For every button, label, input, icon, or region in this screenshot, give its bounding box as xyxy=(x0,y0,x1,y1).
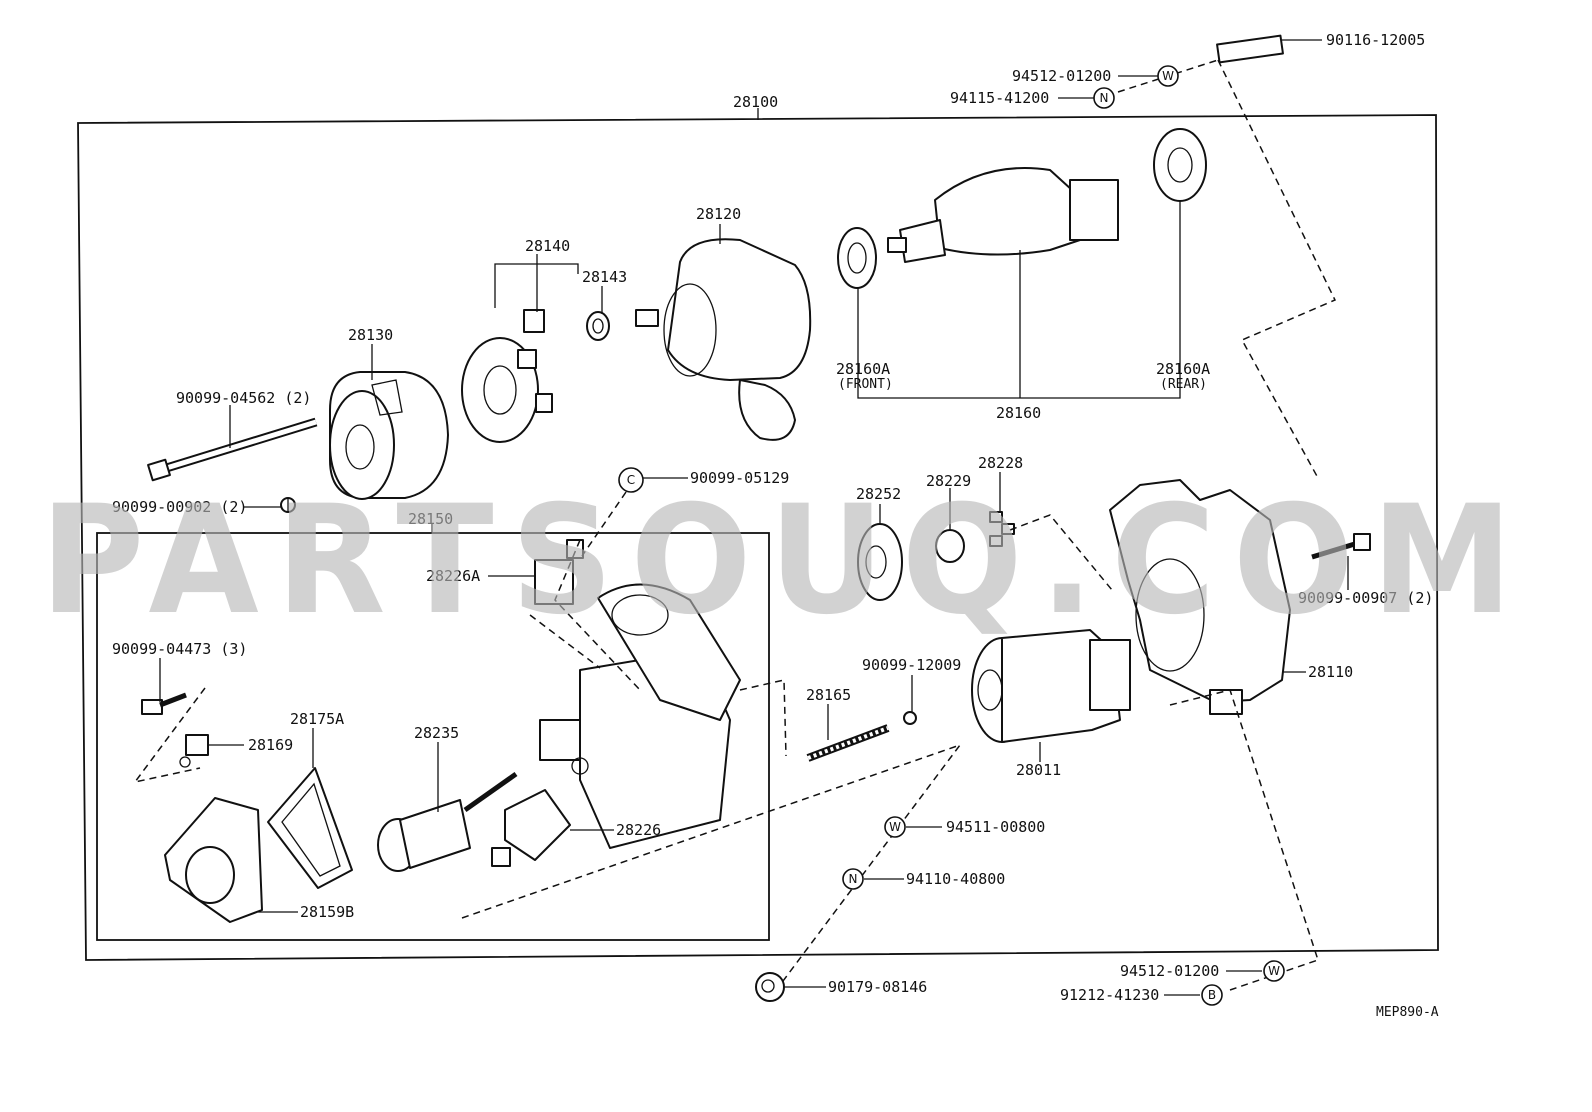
label-94511-00800[interactable]: 94511-00800 xyxy=(946,818,1045,836)
stud-90116-12005[interactable] xyxy=(1216,34,1284,64)
yoke-28120[interactable] xyxy=(635,238,812,441)
label-90116-12005[interactable]: 90116-12005 xyxy=(1326,31,1425,49)
label-28165[interactable]: 28165 xyxy=(806,686,851,704)
label-front: (FRONT) xyxy=(838,377,893,392)
return-spring-28165[interactable] xyxy=(806,724,890,762)
through-bolt-90099-04562[interactable] xyxy=(147,417,318,482)
label-94110-40800[interactable]: 94110-40800 xyxy=(906,870,1005,888)
figure-code: MEP890-A xyxy=(1376,1005,1439,1020)
label-94512-01200-bottom[interactable]: 94512-01200 xyxy=(1120,962,1219,980)
gasket-28175a[interactable] xyxy=(267,767,353,889)
svg-text:W: W xyxy=(889,820,901,834)
label-28160a-rear[interactable]: 28160A xyxy=(1156,360,1210,378)
label-28143[interactable]: 28143 xyxy=(582,268,627,286)
guide-line-terminal-2 xyxy=(529,614,601,669)
label-28160a-front[interactable]: 28160A xyxy=(836,360,890,378)
guide-line-stud xyxy=(1217,59,1337,479)
assembly-box-28100 xyxy=(77,114,1439,961)
label-28235[interactable]: 28235 xyxy=(414,724,459,742)
label-90099-12009[interactable]: 90099-12009 xyxy=(862,656,961,674)
label-90099-05129[interactable]: 90099-05129 xyxy=(690,469,789,487)
bolt-symbol-bottom: B xyxy=(1201,984,1223,1006)
nut-90179-08146[interactable] xyxy=(755,972,785,1002)
label-28175a[interactable]: 28175A xyxy=(290,710,344,728)
label-28130[interactable]: 28130 xyxy=(348,326,393,344)
clip-90099-05129[interactable]: C xyxy=(618,467,644,493)
label-28100[interactable]: 28100 xyxy=(733,93,778,111)
svg-text:W: W xyxy=(1162,69,1174,83)
svg-text:N: N xyxy=(1100,91,1109,105)
label-28229[interactable]: 28229 xyxy=(926,472,971,490)
svg-text:N: N xyxy=(849,872,858,886)
label-90099-04473[interactable]: 90099-04473 (3) xyxy=(112,640,247,658)
leader-lines xyxy=(159,39,1349,996)
brush-spring-28143[interactable] xyxy=(586,311,610,341)
label-28169[interactable]: 28169 xyxy=(248,736,293,754)
armature-28160[interactable] xyxy=(887,167,1119,263)
washer-symbol-top: W xyxy=(1157,65,1179,87)
label-90179-08146[interactable]: 90179-08146 xyxy=(828,978,927,996)
guide-line-cover xyxy=(133,687,206,784)
label-28159b[interactable]: 28159B xyxy=(300,903,354,921)
bearing-rear-28160a[interactable] xyxy=(1153,128,1207,202)
starter-clutch-28011[interactable] xyxy=(971,629,1131,743)
plunger-28235[interactable] xyxy=(377,771,518,872)
commutator-end-frame-28130[interactable] xyxy=(329,371,449,500)
washer-symbol-bottom: W xyxy=(1263,960,1285,982)
guide-line-rollers xyxy=(1009,514,1113,591)
bolt-90099-00907[interactable] xyxy=(1311,533,1371,560)
label-28011[interactable]: 28011 xyxy=(1016,761,1061,779)
starter-housing-28110[interactable] xyxy=(1109,479,1291,715)
label-90099-00902[interactable]: 90099-00902 (2) xyxy=(112,498,247,516)
label-28160[interactable]: 28160 xyxy=(996,404,1041,422)
label-28140[interactable]: 28140 xyxy=(525,237,570,255)
watermark: PARTSOUQ.COM xyxy=(40,474,1530,648)
screw-90099-00902[interactable] xyxy=(280,497,296,513)
svg-text:B: B xyxy=(1208,988,1216,1002)
assembly-box-28150 xyxy=(96,532,770,941)
label-94512-01200-top[interactable]: 94512-01200 xyxy=(1012,67,1111,85)
label-28252[interactable]: 28252 xyxy=(856,485,901,503)
terminal-28226a[interactable] xyxy=(534,539,584,605)
label-28226[interactable]: 28226 xyxy=(616,821,661,839)
bearing-front-28160a[interactable] xyxy=(837,227,877,289)
label-28120[interactable]: 28120 xyxy=(696,205,741,223)
terminal-28226[interactable] xyxy=(491,789,571,867)
guide-line-clip xyxy=(581,491,627,557)
guide-line-switch xyxy=(739,679,787,757)
label-28110[interactable]: 28110 xyxy=(1308,663,1353,681)
label-28228[interactable]: 28228 xyxy=(978,454,1023,472)
brush-holder-28140[interactable] xyxy=(461,309,553,443)
ball-90099-12009[interactable] xyxy=(903,711,917,725)
svg-text:W: W xyxy=(1268,964,1280,978)
rollers-28228[interactable] xyxy=(989,511,1015,547)
nut-symbol-middle: N xyxy=(842,868,864,890)
end-cover-28159b[interactable] xyxy=(164,797,263,923)
label-90099-00907[interactable]: 90099-00907 (2) xyxy=(1298,589,1433,607)
label-94115-41200[interactable]: 94115-41200 xyxy=(950,89,1049,107)
label-rear: (REAR) xyxy=(1160,377,1207,392)
washer-symbol-middle: W xyxy=(884,816,906,838)
label-90099-04562[interactable]: 90099-04562 (2) xyxy=(176,389,311,407)
label-91212-41230[interactable]: 91212-41230 xyxy=(1060,986,1159,1004)
nut-symbol-top: N xyxy=(1093,87,1115,109)
clip-symbol: C xyxy=(627,473,635,487)
part-28169[interactable] xyxy=(179,734,209,768)
label-28150[interactable]: 28150 xyxy=(408,510,453,528)
guide-line-housing-bottom xyxy=(1169,689,1319,991)
guide-line-terminal xyxy=(554,539,641,691)
magnetic-switch-28150[interactable] xyxy=(539,583,741,849)
screw-90099-04473[interactable] xyxy=(141,692,187,715)
label-28226a[interactable]: 28226A xyxy=(426,567,480,585)
